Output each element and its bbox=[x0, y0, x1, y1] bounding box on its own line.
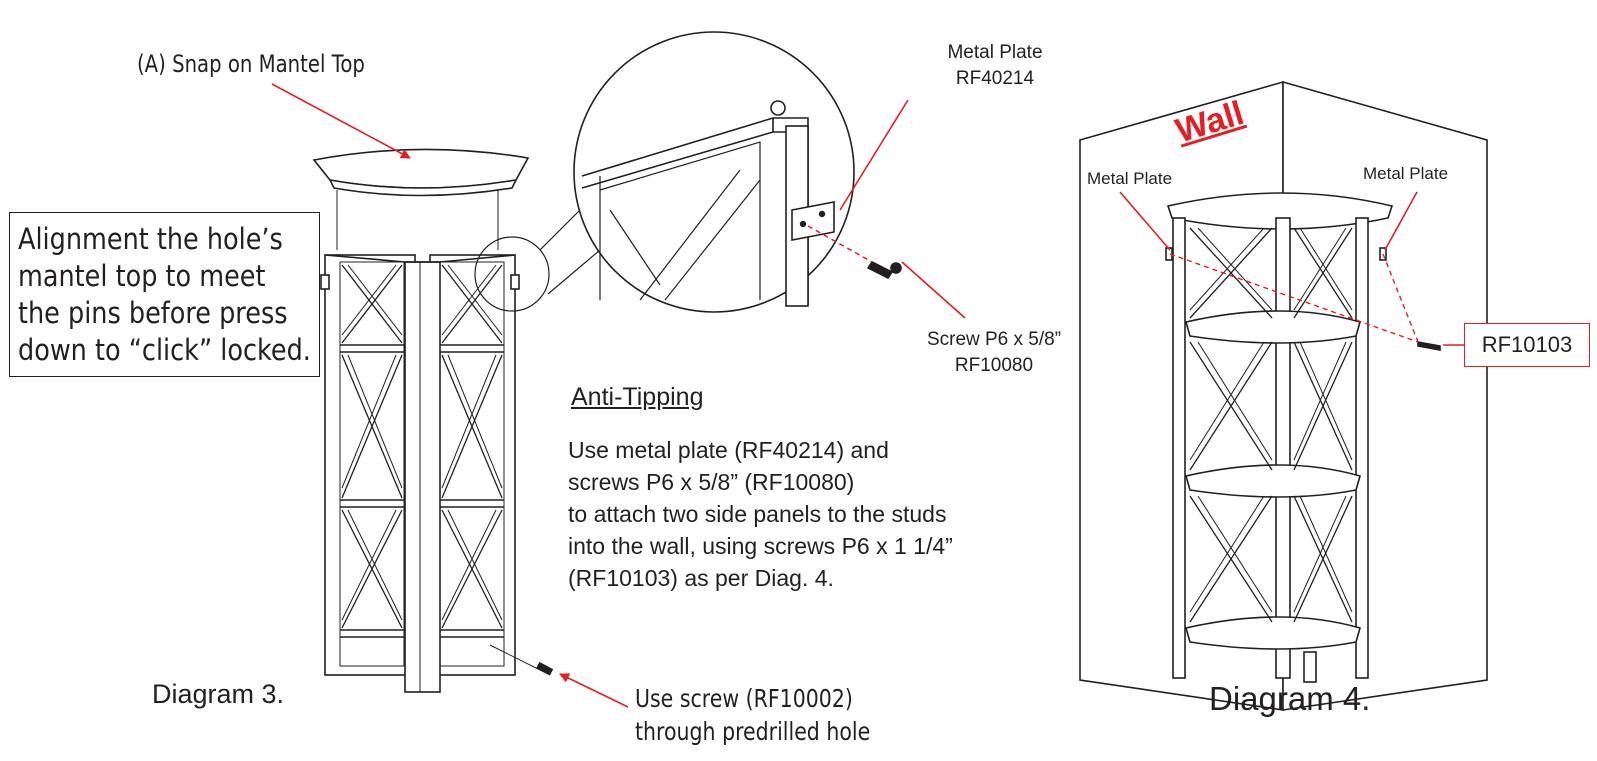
anti-tipping-line: Use metal plate (RF40214) and bbox=[568, 437, 889, 463]
anti-tipping-line: (RF10103) as per Diag. 4. bbox=[568, 565, 834, 591]
screw-size-line: Screw P6 x 5/8” bbox=[926, 329, 1062, 350]
anti-tipping-line: screws P6 x 5/8” (RF10080) bbox=[568, 469, 855, 495]
alignment-note-line: Alignment the hole’s bbox=[18, 222, 283, 256]
detail-view bbox=[573, 31, 902, 313]
metal-plate-right-label: Metal Plate bbox=[1363, 164, 1449, 183]
anti-tipping-line: to attach two side panels to the studs bbox=[568, 501, 947, 527]
metal-plate-code: RF40214 bbox=[955, 68, 1035, 89]
leader-lines bbox=[271, 83, 1464, 708]
metal-plate-line: Metal Plate bbox=[947, 42, 1043, 63]
diagram3-tower bbox=[312, 148, 554, 693]
alignment-note-box: Alignment the hole’s mantel top to meet … bbox=[9, 212, 320, 377]
metal-plate-label: Metal Plate RF40214 bbox=[933, 40, 1057, 92]
screw-label: Screw P6 x 5/8” RF10080 bbox=[910, 327, 1078, 379]
anti-tipping-heading: Anti-Tipping bbox=[571, 383, 704, 411]
diagram4-corner-unit bbox=[1079, 80, 1488, 711]
diagram3-caption: Diagram 3. bbox=[152, 679, 285, 709]
screw-note-line: Use screw (RF10002) bbox=[635, 684, 853, 713]
diagram4-caption: Diagram 4. bbox=[1209, 680, 1371, 717]
rf10103-callout: RF10103 bbox=[1464, 323, 1590, 367]
mantel-top-label: (A) Snap on Mantel Top bbox=[137, 50, 365, 78]
alignment-note-line: the pins before press bbox=[18, 296, 288, 330]
alignment-note-line: mantel top to meet bbox=[18, 259, 266, 293]
screw-code: RF10080 bbox=[954, 355, 1034, 376]
screw-note-line: through predrilled hole bbox=[635, 717, 871, 746]
anti-tipping-line: into the wall, using screws P6 x 1 1/4” bbox=[568, 533, 953, 559]
anti-tipping-body: Use metal plate (RF40214) and screws P6 … bbox=[568, 434, 953, 594]
screw-note: Use screw (RF10002) through predrilled h… bbox=[635, 682, 870, 748]
alignment-note-line: down to “click” locked. bbox=[18, 333, 311, 367]
metal-plate-left-label: Metal Plate bbox=[1087, 169, 1173, 188]
